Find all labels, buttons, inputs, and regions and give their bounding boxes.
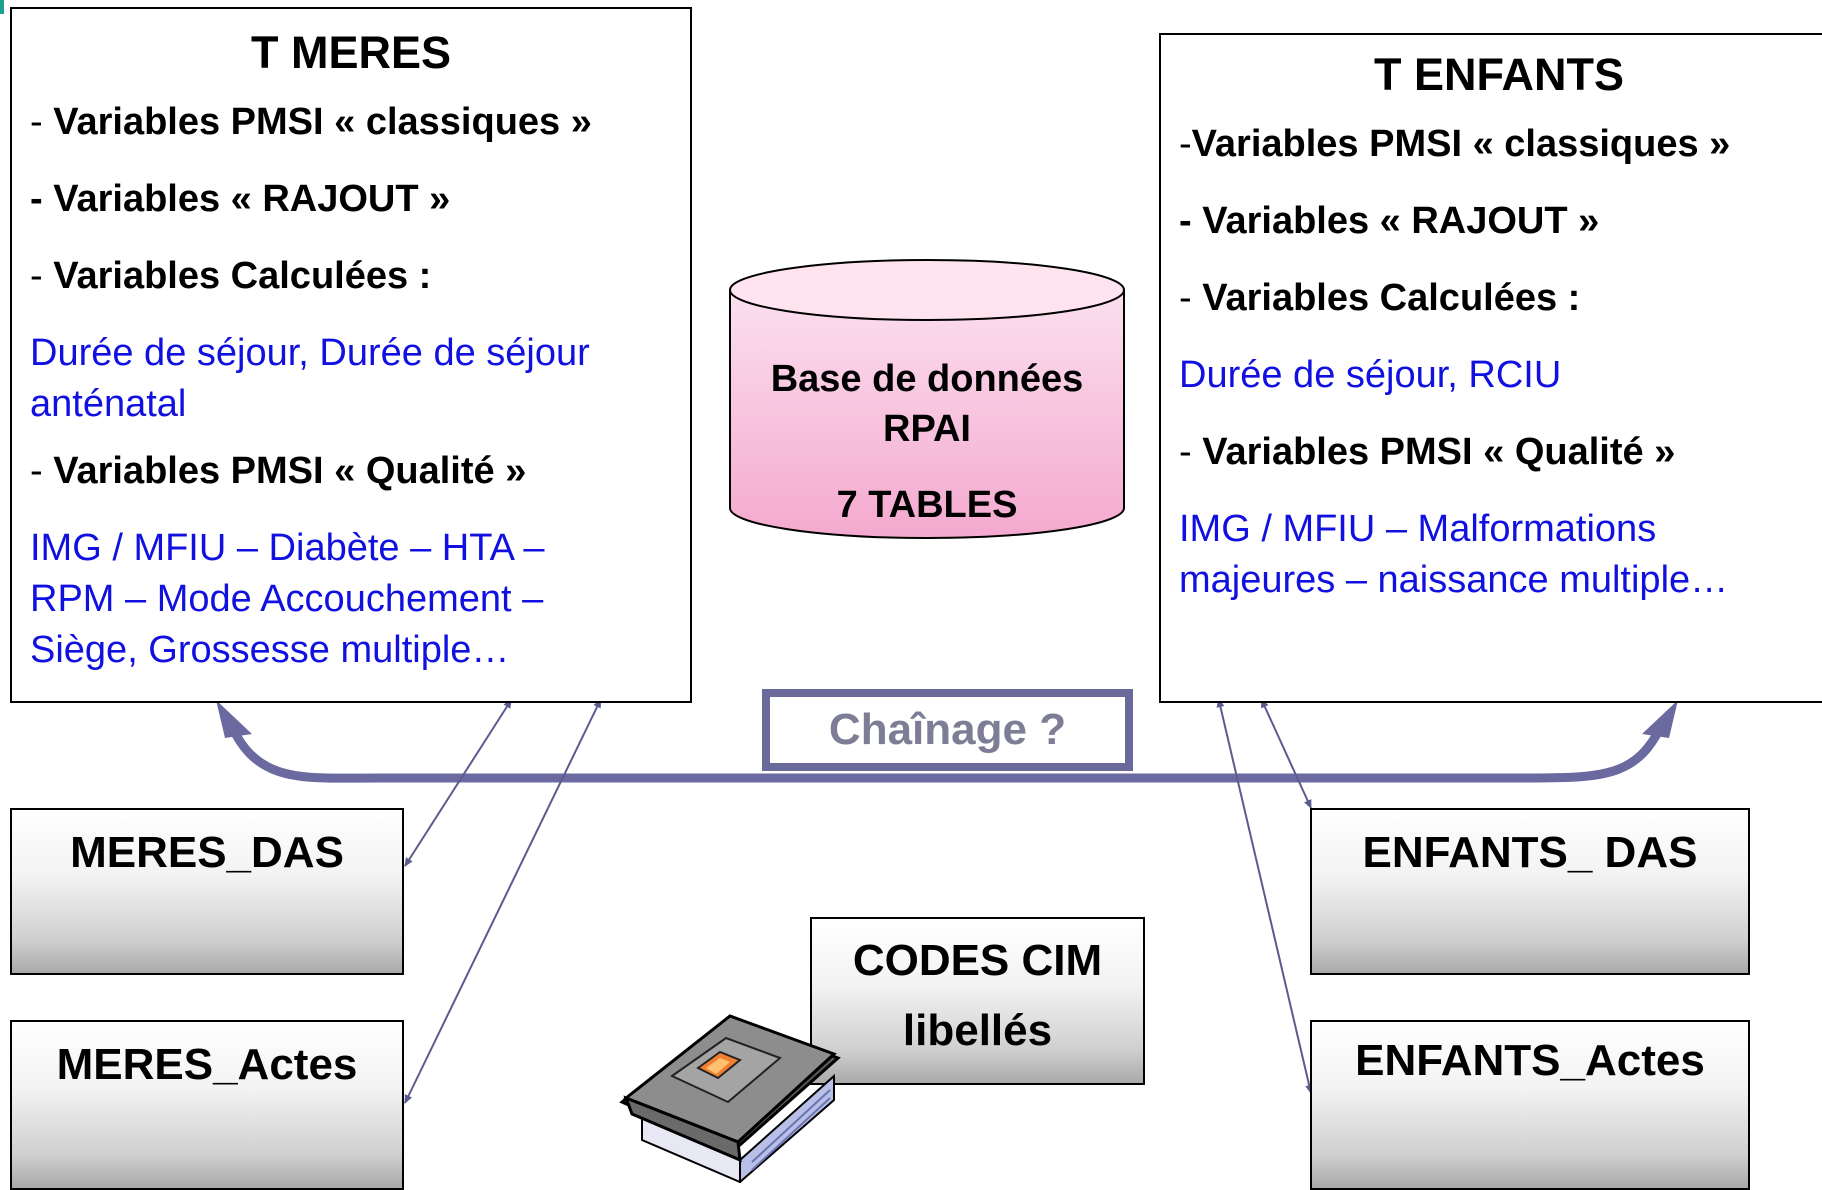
database-label-1: Base de données <box>770 358 1084 400</box>
t-enfants-calc-values: Durée de séjour, RCIU <box>1179 354 1562 396</box>
enfants-das-label: ENFANTS_ DAS <box>1362 828 1698 877</box>
link-enfants-das <box>1261 698 1312 809</box>
meres-das-label: MERES_DAS <box>70 828 344 877</box>
t-enfants-line-calculees: - Variables Calculées : <box>1179 277 1581 319</box>
chainage-label: Chaînage ? <box>828 705 1067 754</box>
codes-cim-box: CODES CIM libellés <box>810 917 1145 1085</box>
chainage-arrow <box>223 716 1670 783</box>
t-enfants-line-classiques: -Variables PMSI « classiques » <box>1179 123 1731 165</box>
accent-bar <box>0 0 4 14</box>
t-meres-qual-values: IMG / MFIU – Diabète – HTA – RPM – Mode … <box>30 527 545 671</box>
meres-actes-box: MERES_Actes <box>10 1020 404 1190</box>
database-icon <box>729 259 1125 539</box>
t-meres-line-calculees: - Variables Calculées : <box>30 255 432 297</box>
codes-cim-sublabel: libellés <box>902 1006 1053 1055</box>
chainage-box: Chaînage ? <box>762 689 1133 771</box>
t-enfants-line-rajout: - Variables « RAJOUT » <box>1179 200 1600 242</box>
enfants-actes-box: ENFANTS_Actes <box>1310 1020 1750 1190</box>
codes-cim-label: CODES CIM <box>852 936 1103 985</box>
meres-actes-label: MERES_Actes <box>56 1040 358 1089</box>
t-meres-calc-values: Durée de séjour, Durée de séjour anténat… <box>30 332 590 425</box>
database-cylinder: Base de données RPAI 7 TABLES <box>728 258 1126 542</box>
t-meres-title: T MERES <box>250 27 452 78</box>
t-enfants-box: T ENFANTS -Variables PMSI « classiques »… <box>1159 33 1822 703</box>
database-label-2: RPAI <box>883 408 971 450</box>
link-enfants-actes <box>1216 698 1314 1094</box>
chainage-arrowhead-left <box>216 700 252 738</box>
chainage-arrowhead-right <box>1642 700 1678 738</box>
book-icon <box>619 1014 841 1183</box>
meres-das-box: MERES_DAS <box>10 808 404 975</box>
database-label-3: 7 TABLES <box>836 484 1018 526</box>
t-enfants-qual-values: IMG / MFIU – Malformations majeures – na… <box>1179 508 1729 601</box>
link-meres-das <box>404 699 512 867</box>
t-meres-line-qualite: - Variables PMSI « Qualité » <box>30 450 527 492</box>
t-enfants-title: T ENFANTS <box>1373 49 1624 100</box>
t-enfants-line-qualite: - Variables PMSI « Qualité » <box>1179 431 1676 473</box>
link-meres-actes <box>404 698 602 1104</box>
t-meres-line-classiques: - Variables PMSI « classiques » <box>30 101 592 143</box>
enfants-das-box: ENFANTS_ DAS <box>1310 808 1750 975</box>
enfants-actes-label: ENFANTS_Actes <box>1355 1036 1705 1085</box>
t-meres-box: T MERES - Variables PMSI « classiques » … <box>10 7 692 703</box>
t-meres-line-rajout: - Variables « RAJOUT » <box>30 178 451 220</box>
